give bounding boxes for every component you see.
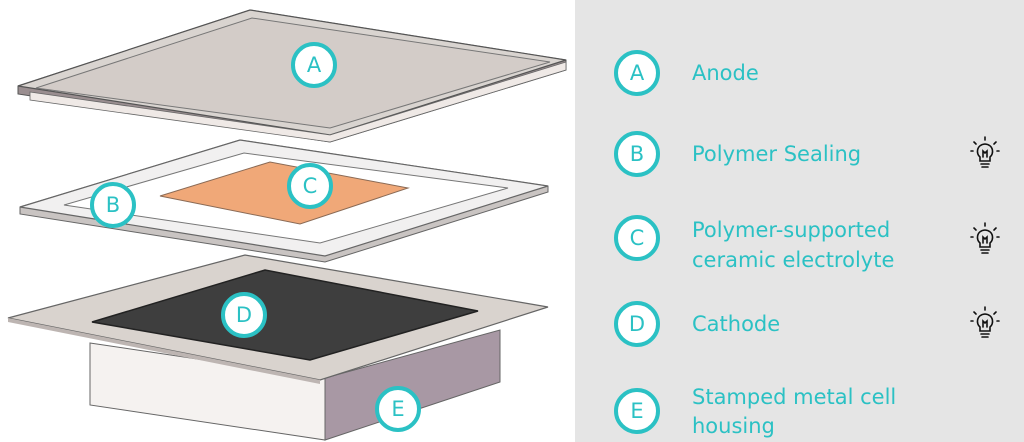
legend-c-circle: C [614, 215, 660, 261]
lightbulb-icon [970, 222, 1000, 254]
legend-e-label-line2: housing [692, 414, 775, 438]
legend-a-circle: A [614, 50, 660, 96]
legend-a-label: Anode [692, 61, 759, 85]
label-c-circle: C [287, 163, 333, 209]
legend-e-label-line1: Stamped metal cell [692, 385, 897, 409]
legend-b-circle: B [614, 131, 660, 177]
legend-b-label: Polymer Sealing [692, 142, 862, 166]
legend-c-label-line2: ceramic electrolyte [692, 248, 895, 272]
cell-exploded-diagram [7, 9, 567, 441]
electrolyte-layer [159, 161, 410, 225]
anode-layer [17, 9, 567, 143]
legend-d-circle: D [614, 301, 660, 347]
housing-layer [7, 254, 549, 441]
legend-c-label-line1: Polymer-supported [692, 218, 891, 242]
label-a-circle: A [291, 42, 337, 88]
label-b-circle: B [90, 182, 136, 228]
lightbulb-icon [970, 306, 1000, 338]
legend-e-circle: E [614, 388, 660, 434]
label-e-circle: E [375, 386, 421, 432]
label-d-circle: D [221, 292, 267, 338]
lightbulb-icon [970, 136, 1000, 168]
legend-d-label: Cathode [692, 312, 781, 336]
